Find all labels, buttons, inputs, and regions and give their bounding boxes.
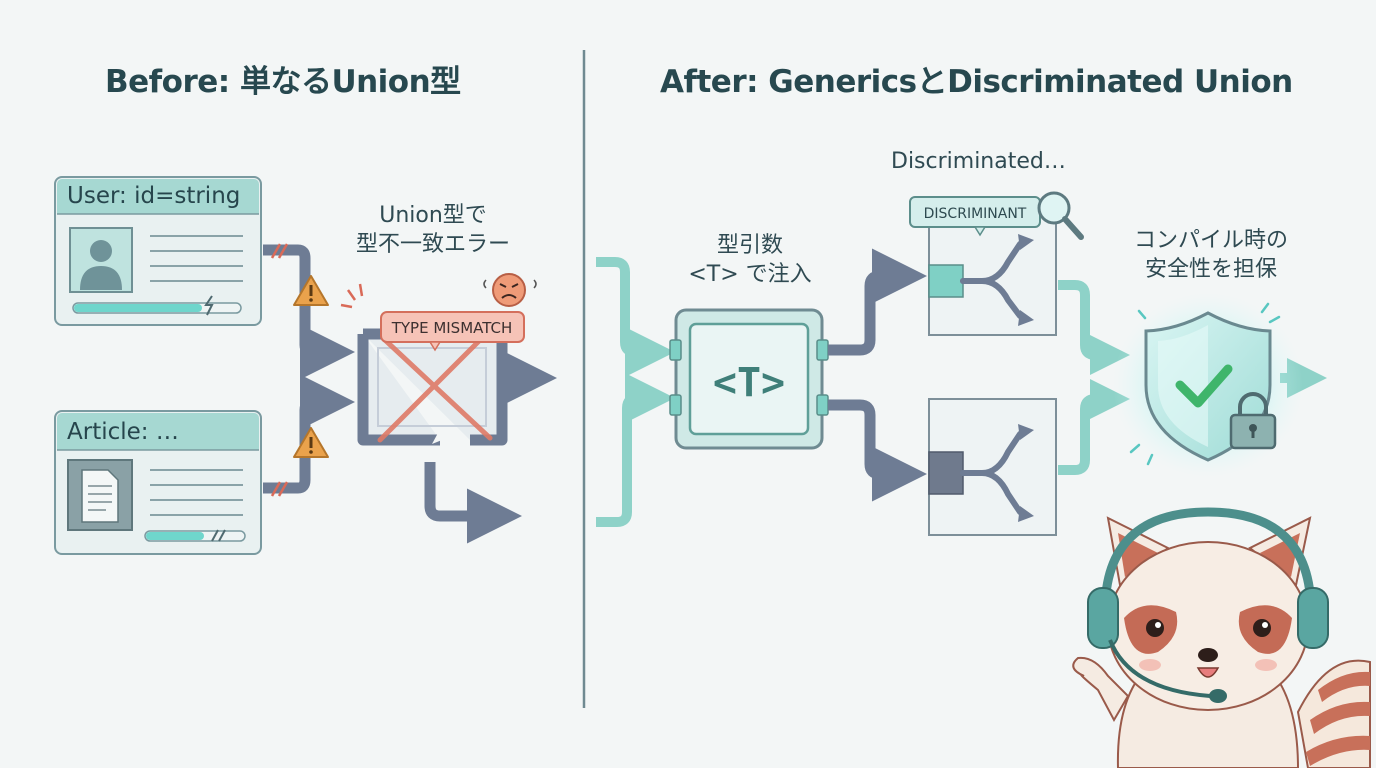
user-avatar-icon — [69, 227, 133, 293]
compile-safety-line2: 安全性を担保 — [1144, 257, 1277, 282]
checkmark-icon — [1175, 364, 1233, 408]
broken-link-icon — [211, 529, 226, 542]
article-type-card — [54, 410, 262, 555]
generic-type-box — [669, 308, 829, 450]
after-input-arrows — [596, 257, 675, 527]
discriminated-branch-box-bottom — [928, 398, 1057, 536]
discriminated-branch-box-top — [928, 207, 1057, 336]
union-error-line1: Union型で — [379, 203, 487, 228]
error-cross-icon — [377, 337, 493, 443]
lock-icon — [1229, 392, 1277, 450]
union-error-label: Union型で 型不一致エラー — [348, 201, 518, 259]
union-error-line2: 型不一致エラー — [355, 232, 510, 257]
red-panda-mascot — [1072, 507, 1371, 768]
safety-shield — [1113, 293, 1303, 477]
compile-safety-line1: コンパイル時の — [1133, 228, 1288, 253]
discriminated-label: Discriminated… — [891, 149, 1066, 174]
generic-injection-line2: <T> で注入 — [688, 262, 812, 287]
user-type-card — [54, 176, 262, 326]
after-branch-arrows — [828, 248, 927, 502]
type-mismatch-label: TYPE MISMATCH — [391, 319, 513, 337]
discriminant-tag-label: DISCRIMINANT — [924, 206, 1027, 222]
broken-link-icon — [204, 295, 214, 316]
warning-icon — [293, 275, 329, 306]
broken-union-box — [357, 328, 508, 446]
after-title: After: GenericsとDiscriminated Union — [660, 64, 1293, 100]
user-card-label: User: id=string — [67, 183, 241, 209]
compile-safety-label: コンパイル時の 安全性を担保 — [1116, 226, 1306, 284]
document-icon — [67, 459, 133, 531]
before-title: Before: 単なるUnion型 — [105, 64, 461, 100]
headset-icon — [1100, 507, 1316, 613]
angry-face-icon — [340, 273, 537, 309]
warning-icon — [293, 427, 329, 458]
generic-injection-label: 型引数 <T> で注入 — [680, 231, 820, 289]
generic-type-symbol: <T> — [713, 360, 785, 406]
article-card-label: Article: … — [67, 419, 179, 445]
type-mismatch-badge — [380, 311, 525, 352]
magnifier-icon — [1037, 191, 1084, 240]
generic-injection-line1: 型引数 — [716, 233, 783, 258]
